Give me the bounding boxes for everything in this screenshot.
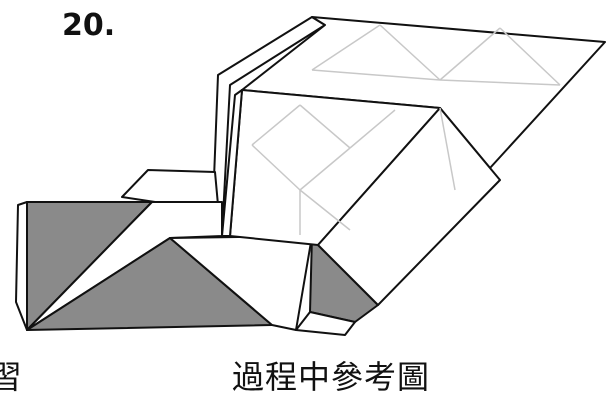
crease-line — [439, 27, 501, 81]
box-left-strip — [221, 89, 243, 237]
crease-line — [311, 69, 441, 81]
stub-flap — [121, 169, 219, 206]
crease-line — [439, 79, 561, 86]
crease-line — [299, 189, 351, 231]
caption-left-fragment: 習 — [0, 358, 23, 396]
left-edge-sliver — [15, 201, 28, 331]
crease-line — [299, 104, 351, 149]
diagram-caption: 過程中參考圖 — [232, 358, 431, 396]
bottom-tab — [295, 311, 356, 336]
crease-line — [251, 144, 301, 191]
step-number: 20. — [62, 8, 116, 43]
crease-line — [349, 109, 396, 149]
crease-line — [299, 147, 351, 191]
crease-line — [251, 104, 301, 146]
crease-line — [439, 107, 456, 191]
crease-line — [379, 24, 441, 81]
crease-line — [499, 27, 561, 86]
box-right-face — [317, 107, 501, 306]
crease-line — [311, 24, 381, 71]
